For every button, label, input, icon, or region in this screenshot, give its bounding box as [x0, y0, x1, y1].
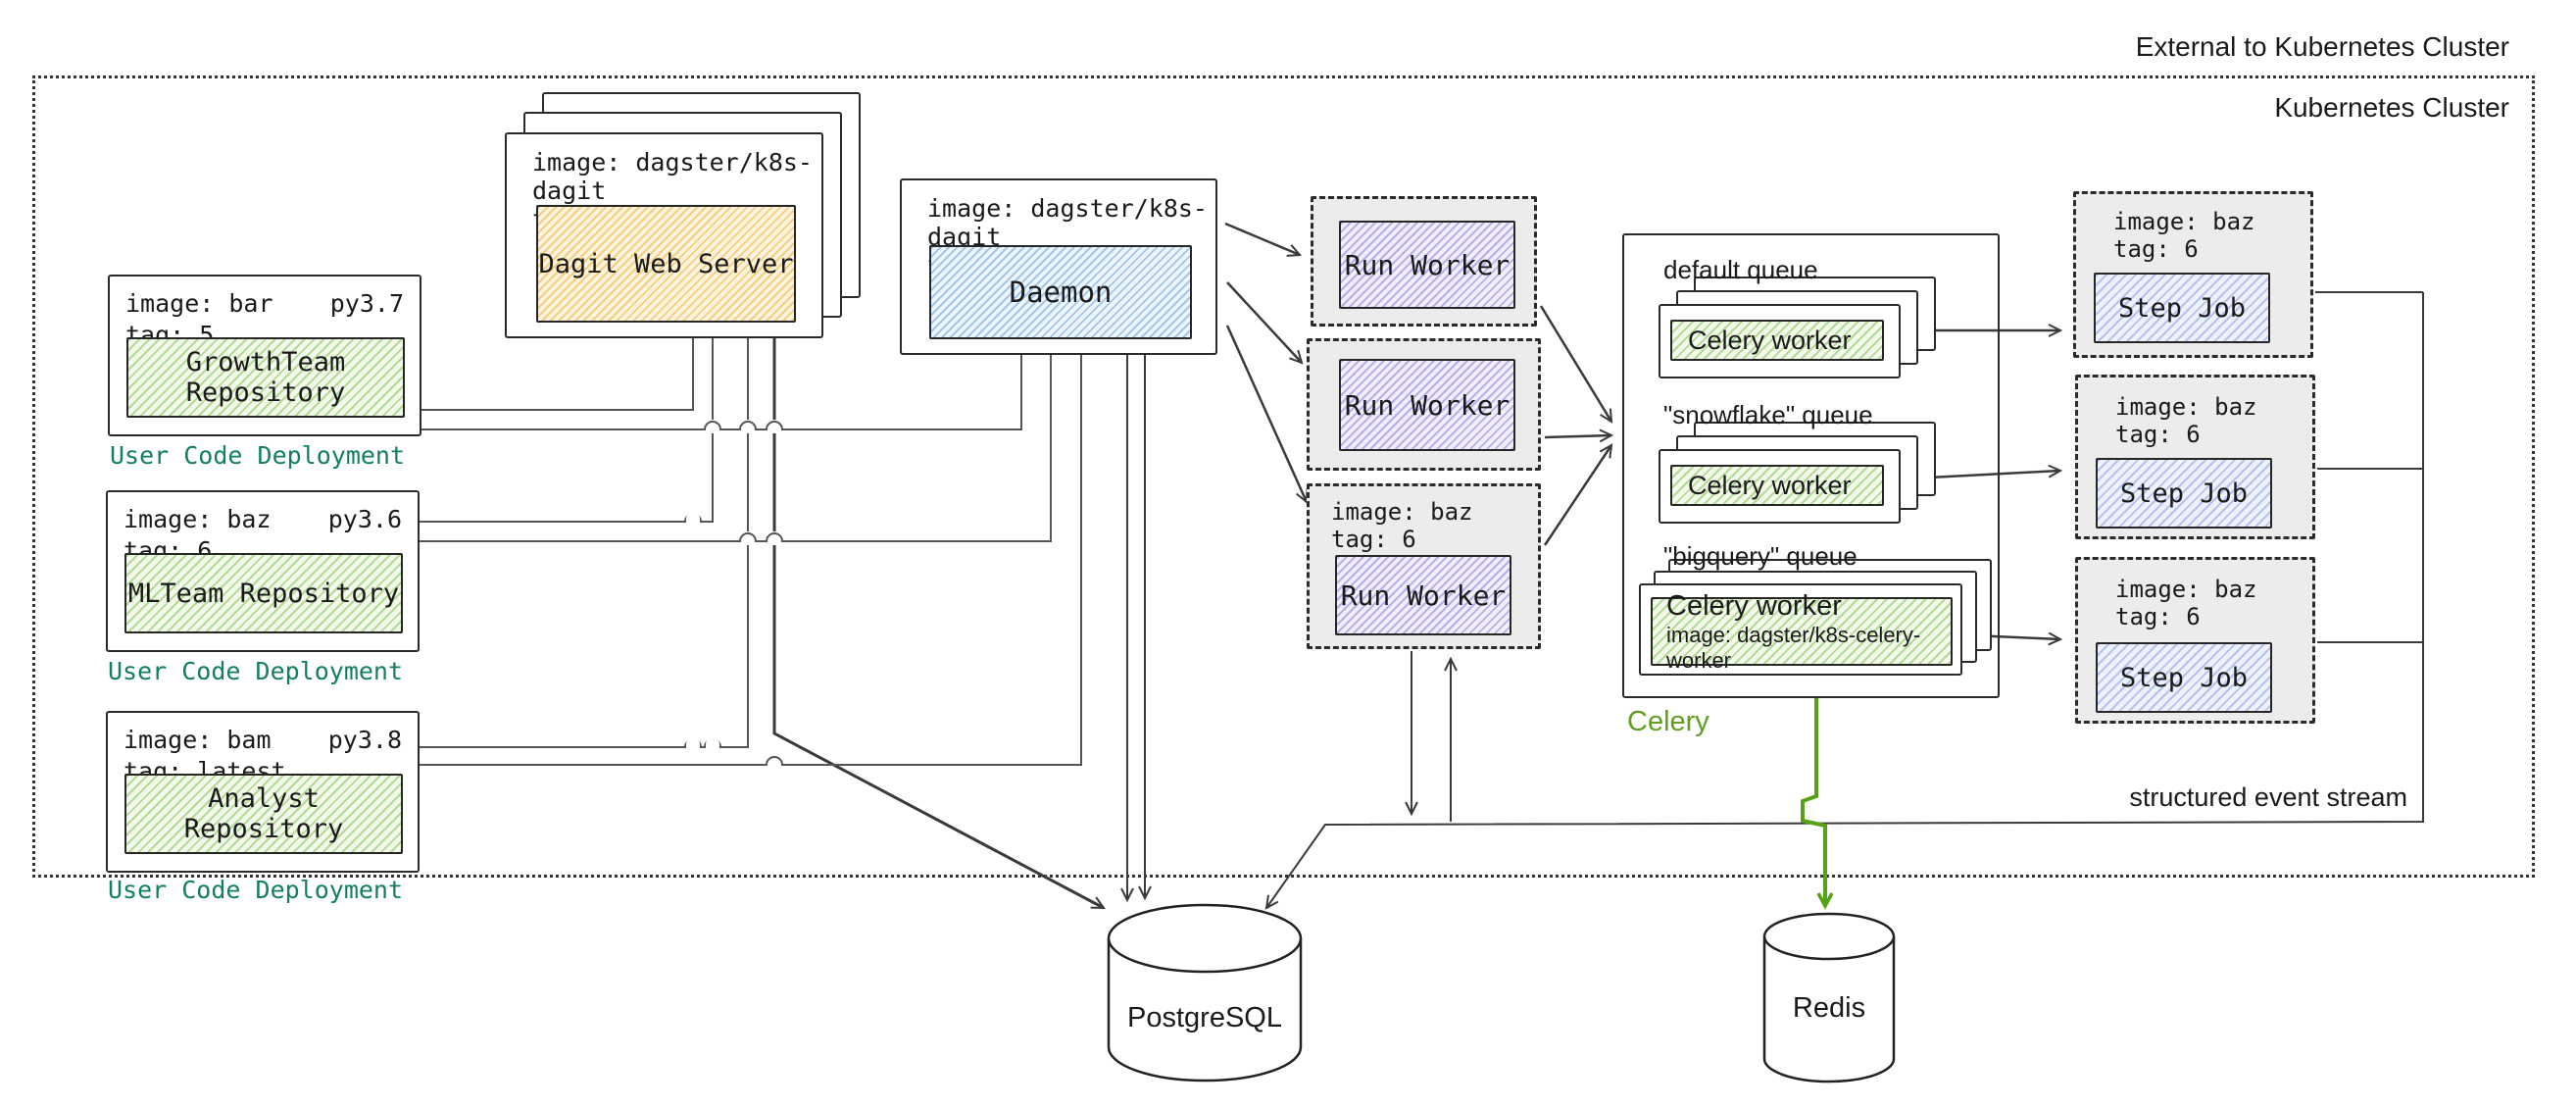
celery-worker-1-box: Celery worker [1670, 320, 1884, 361]
run-worker-3-image: image: baz [1331, 498, 1473, 526]
dagit-box: Dagit Web Server [536, 205, 796, 323]
step-job-1: image: baz tag: 6 Step Job [2073, 191, 2313, 358]
daemon-box: Daemon [929, 245, 1192, 339]
run-worker-3-tag: tag: 6 [1331, 526, 1416, 553]
step-job-2-tag: tag: 6 [2115, 421, 2201, 448]
run-worker-1-box: Run Worker [1339, 221, 1515, 309]
step-job-1-tag: tag: 6 [2113, 235, 2199, 263]
celery-worker-3-pod: Celery worker image: dagster/k8s-celery-… [1639, 583, 1962, 676]
repo3-python-version: py3.8 [327, 726, 402, 754]
user-code-deployment-2: image: baz py3.6 tag: 6 MLTeam Repositor… [106, 490, 420, 652]
step-job-3-box: Step Job [2096, 642, 2272, 713]
run-worker-3: image: baz tag: 6 Run Worker [1307, 483, 1541, 649]
run-worker-2-box: Run Worker [1339, 359, 1515, 451]
event-stream-label: structured event stream [2129, 782, 2407, 812]
repo2-box: MLTeam Repository [124, 553, 403, 633]
run-worker-3-box: Run Worker [1335, 555, 1511, 635]
step-job-2-image: image: baz [2115, 393, 2257, 421]
repo1-python-version: py3.7 [329, 289, 404, 318]
redis-label: Redis [1792, 992, 1866, 1024]
repo2-python-version: py3.6 [327, 505, 402, 533]
dagit-image: image: dagster/k8s-dagit [532, 148, 813, 205]
repo1-caption: User Code Deployment [110, 441, 406, 470]
external-cluster-label: External to Kubernetes Cluster [2135, 31, 2509, 62]
kubernetes-cluster-label: Kubernetes Cluster [2274, 92, 2509, 123]
bigquery-queue-label: "bigquery" queue [1663, 541, 1858, 571]
step-job-2-box: Step Job [2096, 458, 2272, 529]
celery-caption: Celery [1627, 706, 1709, 737]
user-code-deployment-3: image: bam py3.8 tag: latest Analyst Rep… [106, 711, 420, 873]
celery-container: default queue Celery worker "snowflake" … [1622, 233, 2000, 698]
step-job-1-box: Step Job [2094, 273, 2270, 343]
repo1-image: image: bar [125, 289, 273, 318]
repo2-image: image: baz [124, 505, 272, 533]
daemon-image: image: dagster/k8s-dagit [927, 194, 1208, 251]
celery-worker-3-box: Celery worker [1666, 589, 1842, 622]
celery-worker-2-pod: Celery worker [1659, 449, 1901, 524]
user-code-deployment-1: image: bar py3.7 tag: 5 GrowthTeam Repos… [108, 275, 421, 436]
celery-worker-1-pod: Celery worker [1659, 304, 1901, 378]
repo3-caption: User Code Deployment [108, 876, 404, 904]
step-job-3: image: baz tag: 6 Step Job [2075, 557, 2315, 724]
repo3-box: Analyst Repository [124, 774, 403, 854]
step-job-3-image: image: baz [2115, 576, 2257, 603]
daemon: image: dagster/k8s-dagit tag: 0.11.0 Dae… [900, 178, 1217, 355]
step-job-3-tag: tag: 6 [2115, 603, 2201, 630]
run-worker-2: Run Worker [1307, 338, 1541, 471]
postgres-label: PostgreSQL [1127, 1002, 1282, 1033]
snowflake-queue-label: "snowflake" queue [1663, 400, 1873, 429]
dagit-web-server: image: dagster/k8s-dagit tag: 0.11.0 Dag… [505, 132, 823, 338]
repo1-box: GrowthTeam Repository [126, 337, 405, 418]
step-job-2: image: baz tag: 6 Step Job [2075, 375, 2315, 539]
repo2-caption: User Code Deployment [108, 657, 404, 685]
default-queue-label: default queue [1663, 255, 1818, 284]
repo3-image: image: bam [124, 726, 272, 754]
postgres-cylinder [1107, 903, 1303, 1083]
step-job-1-image: image: baz [2113, 208, 2255, 235]
celery-worker-3-image: image: dagster/k8s-celery-worker [1666, 622, 1921, 673]
run-worker-1: Run Worker [1311, 196, 1537, 327]
celery-worker-2-box: Celery worker [1670, 465, 1884, 506]
